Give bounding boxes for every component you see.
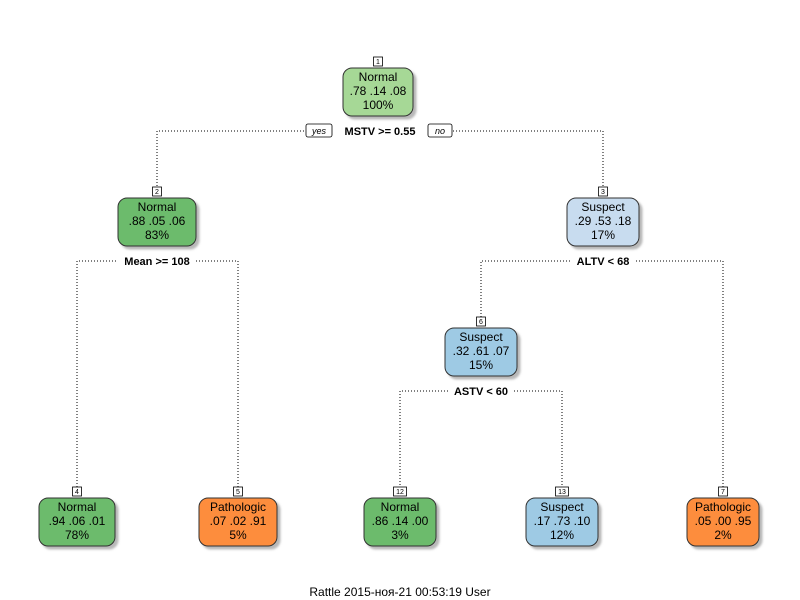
edge-3-7 <box>636 260 724 488</box>
node-class-label: Suspect <box>540 500 584 514</box>
node-box <box>686 497 760 547</box>
tree-edges <box>76 130 724 488</box>
node-box <box>38 497 116 547</box>
node-number-box <box>598 186 608 197</box>
split-label-root: MSTV >= 0.55 <box>345 126 416 138</box>
node-probabilities: .05 .00 .95 <box>695 514 752 528</box>
node-percent: 3% <box>391 528 409 542</box>
node-number-box <box>476 316 486 327</box>
node-number: 6 <box>479 319 483 326</box>
node-percent: 2% <box>714 528 732 542</box>
node-percent: 17% <box>591 228 615 242</box>
node-percent: 78% <box>65 528 89 542</box>
edge-6-13 <box>514 390 563 488</box>
node-percent: 5% <box>229 528 247 542</box>
no-label: no <box>435 126 445 136</box>
node-probabilities: .29 .53 .18 <box>575 214 632 228</box>
node-probabilities: .88 .05 .06 <box>129 214 186 228</box>
node-percent: 83% <box>145 228 169 242</box>
node-number-box <box>233 486 243 497</box>
edge-1-2 <box>156 130 307 188</box>
node-box <box>444 327 518 377</box>
node-class-label: Suspect <box>581 200 625 214</box>
edge-6-12 <box>399 390 448 488</box>
node-number: 4 <box>75 489 79 496</box>
node-percent: 15% <box>469 358 493 372</box>
node-number-box <box>393 486 407 497</box>
node-probabilities: .94 .06 .01 <box>49 514 106 528</box>
node-number-box <box>718 486 728 497</box>
node-class-label: Normal <box>359 70 398 84</box>
node-probabilities: .78 .14 .08 <box>350 84 407 98</box>
node-class-label: Normal <box>138 200 177 214</box>
node-number: 12 <box>396 489 404 496</box>
node-percent: 12% <box>550 528 574 542</box>
node-probabilities: .17 .73 .10 <box>534 514 591 528</box>
node-box <box>566 197 640 247</box>
yes-label-box <box>305 123 333 138</box>
node-class-label: Normal <box>381 500 420 514</box>
node-number: 5 <box>236 489 240 496</box>
node-number: 7 <box>721 489 725 496</box>
split-label-node6: ASTV < 60 <box>454 386 508 398</box>
split-label-node3: ALTV < 68 <box>577 256 630 268</box>
node-box <box>363 497 437 547</box>
node-number-box <box>72 486 82 497</box>
node-probabilities: .86 .14 .00 <box>372 514 429 528</box>
node-number-box <box>373 56 383 67</box>
edge-2-5 <box>196 260 239 488</box>
node-class-label: Suspect <box>459 330 503 344</box>
footer-caption: Rattle 2015-ноя-21 00:53:19 User <box>309 585 490 599</box>
edge-1-3 <box>453 130 604 188</box>
no-label-box <box>427 123 453 138</box>
node-box <box>117 197 197 247</box>
split-label-node2: Mean >= 108 <box>124 256 189 268</box>
node-box <box>198 497 278 547</box>
edge-2-4 <box>76 260 116 488</box>
node-number: 3 <box>601 189 605 196</box>
node-probabilities: .07 .02 .91 <box>210 514 267 528</box>
node-class-label: Pathologic <box>695 500 751 514</box>
node-number-box <box>152 186 162 197</box>
node-box <box>525 497 599 547</box>
node-class-label: Pathologic <box>210 500 266 514</box>
node-number: 2 <box>155 189 159 196</box>
node-probabilities: .32 .61 .07 <box>453 344 510 358</box>
edge-3-6 <box>480 260 570 318</box>
node-number-box <box>555 486 569 497</box>
node-box <box>342 67 414 117</box>
node-percent: 100% <box>363 98 394 112</box>
node-class-label: Normal <box>58 500 97 514</box>
split-labels: yes MSTV >= 0.55 no Mean >= 108 ALTV < 6… <box>124 123 630 398</box>
yes-label: yes <box>311 126 327 136</box>
node-number: 1 <box>376 59 380 66</box>
node-number: 13 <box>558 489 566 496</box>
